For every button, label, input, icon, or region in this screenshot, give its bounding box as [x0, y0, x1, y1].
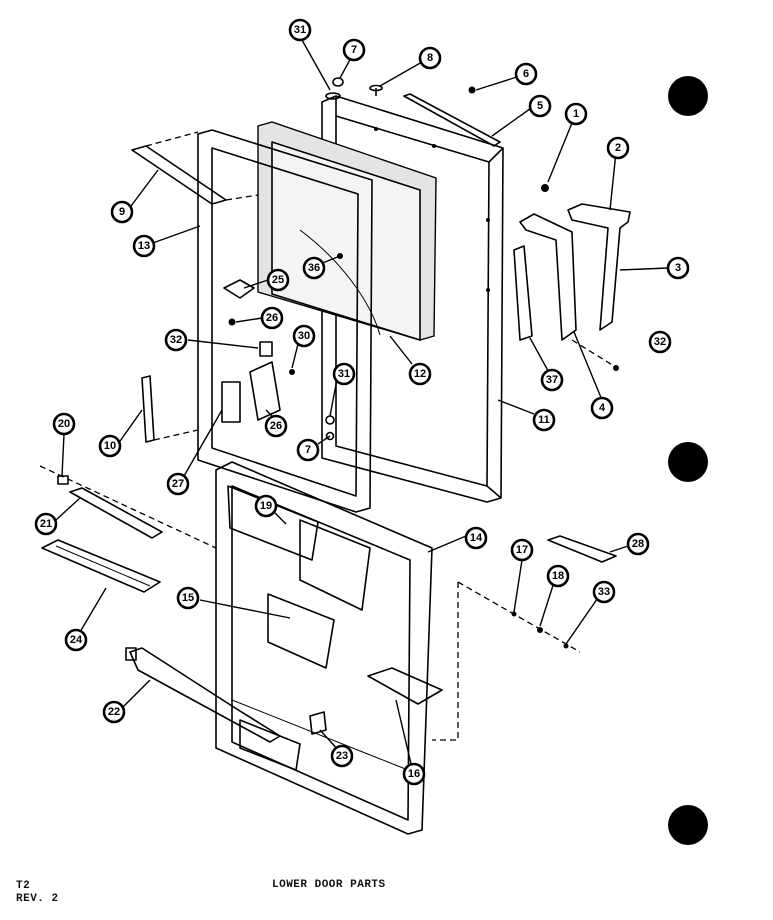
svg-text:33: 33: [598, 586, 610, 598]
svg-text:7: 7: [351, 44, 357, 56]
svg-text:26: 26: [266, 312, 278, 324]
sheet-id: T2: [16, 880, 31, 892]
part-outer-door-frame: [321, 95, 504, 503]
callout-22: 22: [102, 700, 126, 724]
svg-text:4: 4: [599, 402, 606, 414]
part-hinge-brackets: [513, 184, 631, 371]
callout-13: 13: [132, 234, 156, 258]
leader-lines: [55, 39, 669, 769]
part-gasket-frame: [197, 129, 373, 513]
part-inner-door-liner: [215, 461, 433, 835]
leader-dash-10: [153, 429, 199, 441]
svg-text:37: 37: [546, 374, 558, 386]
callout-17: 17: [510, 538, 534, 562]
callout-16: 16: [402, 762, 426, 786]
part-inner-hardware: [221, 253, 343, 441]
part-top-hardware: [325, 77, 383, 100]
svg-text:3: 3: [675, 262, 681, 274]
callout-37: 37: [540, 368, 564, 392]
callout-5: 5: [528, 94, 552, 118]
svg-text:32: 32: [170, 334, 182, 346]
callout-32-right: 32: [648, 330, 672, 354]
punch-hole-middle: [668, 442, 708, 482]
callout-26-lower: 26: [264, 414, 288, 438]
callout-7-mid: 7: [296, 438, 320, 462]
callouts: 31 7 8 6 5 1 2 3 9 13 36 25 26 32 30 12 …: [34, 18, 690, 786]
svg-text:9: 9: [119, 206, 125, 218]
part-top-trim: [131, 131, 259, 205]
punch-hole-bottom: [668, 805, 708, 845]
svg-text:11: 11: [538, 414, 550, 426]
svg-text:13: 13: [138, 240, 150, 252]
part-top-hinge-bar: [403, 86, 501, 147]
svg-text:22: 22: [108, 706, 120, 718]
svg-text:26: 26: [270, 420, 282, 432]
punch-hole-top: [668, 76, 708, 116]
callout-12: 12: [408, 362, 432, 386]
diagram-title: LOWER DOOR PARTS: [272, 879, 386, 891]
callout-26-upper: 26: [260, 306, 284, 330]
callout-24: 24: [64, 628, 88, 652]
callout-32-left: 32: [164, 328, 188, 352]
callout-31-top: 31: [288, 18, 312, 42]
callout-23: 23: [330, 744, 354, 768]
callout-4: 4: [590, 396, 614, 420]
svg-text:32: 32: [654, 336, 666, 348]
svg-text:23: 23: [336, 750, 348, 762]
svg-text:2: 2: [615, 142, 621, 154]
svg-text:10: 10: [104, 440, 116, 452]
svg-text:16: 16: [408, 768, 420, 780]
callout-10: 10: [98, 434, 122, 458]
svg-text:18: 18: [552, 570, 564, 582]
svg-text:14: 14: [470, 532, 483, 544]
callout-28: 28: [626, 532, 650, 556]
svg-text:27: 27: [172, 478, 184, 490]
svg-text:15: 15: [182, 592, 194, 604]
svg-text:30: 30: [298, 330, 310, 342]
svg-text:19: 19: [260, 500, 272, 512]
svg-text:28: 28: [632, 538, 644, 550]
part-bottom-shelf: [125, 647, 443, 743]
svg-text:21: 21: [40, 518, 52, 530]
callout-21: 21: [34, 512, 58, 536]
callout-19: 19: [254, 494, 278, 518]
svg-text:8: 8: [427, 52, 433, 64]
svg-text:36: 36: [308, 262, 320, 274]
callout-30: 30: [292, 324, 316, 348]
callout-15: 15: [176, 586, 200, 610]
svg-text:31: 31: [338, 368, 350, 380]
callout-3: 3: [666, 256, 690, 280]
part-left-shelf: [39, 465, 217, 593]
callout-18: 18: [546, 564, 570, 588]
callout-27: 27: [166, 472, 190, 496]
callout-2: 2: [606, 136, 630, 160]
svg-text:24: 24: [70, 634, 83, 646]
callout-31-mid: 31: [332, 362, 356, 386]
revision-label: REV. 2: [16, 893, 59, 905]
callout-6: 6: [514, 62, 538, 86]
part-foam-insulation: [257, 121, 437, 341]
part-side-strip: [141, 375, 155, 443]
callout-20: 20: [52, 412, 76, 436]
callout-33: 33: [592, 580, 616, 604]
callout-9: 9: [110, 200, 134, 224]
callout-1: 1: [564, 102, 588, 126]
callout-7-top: 7: [342, 38, 366, 62]
callout-36: 36: [302, 256, 326, 280]
svg-text:1: 1: [573, 108, 579, 120]
svg-text:6: 6: [523, 68, 529, 80]
part-right-hardware: [432, 535, 617, 741]
callout-14: 14: [464, 526, 488, 550]
svg-text:7: 7: [305, 444, 311, 456]
svg-text:12: 12: [414, 368, 426, 380]
svg-text:25: 25: [272, 274, 284, 286]
callout-8: 8: [418, 46, 442, 70]
svg-text:5: 5: [537, 100, 543, 112]
callout-11: 11: [532, 408, 556, 432]
svg-text:17: 17: [516, 544, 528, 556]
callout-25: 25: [266, 268, 290, 292]
svg-text:31: 31: [294, 24, 306, 36]
svg-text:20: 20: [58, 418, 70, 430]
